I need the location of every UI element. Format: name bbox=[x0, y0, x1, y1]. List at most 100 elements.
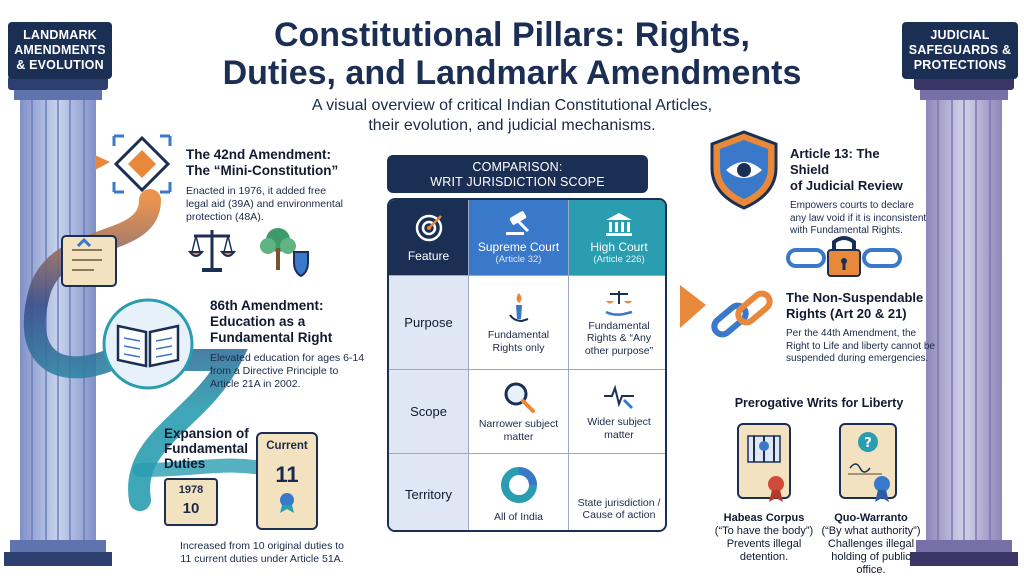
courthouse-icon bbox=[606, 212, 632, 236]
scope-hc-cell: Wider subject matter bbox=[569, 370, 665, 454]
supreme-court-article: (Article 32) bbox=[495, 253, 542, 265]
writ-habeas-corpus: Habeas Corpus (“To have the body”) Preve… bbox=[714, 512, 814, 564]
amendment-42-body: Enacted in 1976, it added free legal aid… bbox=[186, 185, 386, 224]
amendment-86-title-line-2: Education as a bbox=[210, 314, 306, 329]
feature-label: Feature bbox=[407, 248, 450, 263]
non-suspendable-body: Per the 44th Amendment, the Right to Lif… bbox=[786, 328, 946, 366]
article-13-body-line-2: any law void if it is inconsistent bbox=[790, 212, 927, 224]
scope-sc-line-1: Narrower subject bbox=[478, 418, 559, 430]
right-pillar bbox=[910, 76, 1018, 566]
left-pillar-line-2: AMENDMENTS bbox=[14, 43, 106, 57]
row-label-purpose: Purpose bbox=[389, 276, 469, 370]
quo-warranto-desc-line-2: holding of public office. bbox=[831, 551, 911, 576]
wide-scope-icon bbox=[604, 384, 634, 410]
row-label-territory: Territory bbox=[389, 454, 469, 530]
scope-sc-text: Narrower subject matter bbox=[479, 418, 558, 443]
amendment-42-section: The 42nd Amendment: The “Mini-Constituti… bbox=[186, 147, 386, 224]
amendment-86-section: 86th Amendment: Education as a Fundament… bbox=[210, 298, 380, 391]
duties-old-year: 1978 bbox=[178, 484, 204, 496]
amendment-42-title: The 42nd Amendment: The “Mini-Constituti… bbox=[186, 147, 386, 179]
duties-title: Expansion of Fundamental Duties bbox=[164, 426, 274, 471]
broken-chain-icon bbox=[711, 290, 773, 338]
subtitle-line-2: their evolution, and judicial mechanisms… bbox=[368, 117, 656, 134]
habeas-corpus-meaning: (“To have the body”) bbox=[714, 525, 814, 537]
duties-current-scroll: Current 11 bbox=[256, 432, 318, 530]
article-13-section: Article 13: The Shield of Judicial Revie… bbox=[790, 146, 926, 238]
amendment-42-body-line-2: legal aid (39A) and environmental bbox=[186, 198, 344, 210]
purpose-hc-line-1: Fundamental bbox=[588, 319, 650, 332]
right-pillar-line-3: PROTECTIONS bbox=[913, 58, 1007, 72]
article-13-title-line-2: of Judicial Review bbox=[790, 178, 903, 193]
duties-body-line-2: 11 current duties under Article 51A. bbox=[180, 553, 344, 565]
target-icon bbox=[415, 214, 442, 241]
duties-current-label: Current bbox=[266, 440, 308, 452]
non-suspendable-section: The Non-Suspendable Rights (Art 20 & 21)… bbox=[786, 290, 935, 366]
amendment-86-body-line-1: Elevated education for ages 6-14 bbox=[210, 352, 365, 364]
duties-body-line-1: Increased from 10 original duties to bbox=[179, 540, 344, 552]
duties-1978-card: 1978 10 bbox=[164, 478, 218, 526]
high-court-header: High Court (Article 226) bbox=[569, 200, 665, 276]
page-title: Constitutional Pillars: Rights, Duties, … bbox=[200, 16, 824, 92]
scope-hc-line-2: matter bbox=[604, 428, 634, 441]
amendment-42-body-line-3: protection (48A). bbox=[186, 211, 264, 223]
purpose-sc-line-1: Fundamental bbox=[487, 329, 550, 341]
duties-old-count: 10 bbox=[182, 500, 200, 517]
scope-hc-text: Wider subject matter bbox=[587, 416, 651, 441]
supreme-court-name: Supreme Court bbox=[477, 239, 560, 254]
left-pillar-badge: LANDMARK AMENDMENTS & EVOLUTION bbox=[8, 22, 112, 79]
article-13-body-line-1: Empowers courts to declare bbox=[790, 200, 914, 211]
amendment-86-title-line-3: Fundamental Right bbox=[210, 330, 333, 345]
habeas-corpus-desc-line-2: detention. bbox=[739, 551, 789, 563]
amendment-86-title-line-1: 86th Amendment: bbox=[210, 298, 324, 313]
comparison-table: Feature Supreme Court (Article 32) High … bbox=[387, 198, 667, 532]
scroll-document-icon bbox=[61, 235, 117, 287]
purpose-hc-line-2: Rights & “Any bbox=[586, 332, 652, 345]
amendment-42-body-line-1: Enacted in 1976, it added free bbox=[186, 185, 327, 197]
amendment-42-title-line-2: The “Mini-Constitution” bbox=[186, 163, 339, 178]
habeas-corpus-desc-line-1: Prevents illegal bbox=[726, 538, 802, 550]
high-court-article: (Article 226) bbox=[593, 253, 645, 265]
duties-current-count: 11 bbox=[275, 462, 299, 487]
purpose-hc-line-3: other purpose” bbox=[584, 344, 654, 357]
comparison-header: COMPARISON: WRIT JURISDICTION SCOPE bbox=[387, 155, 648, 193]
article-13-body: Empowers courts to declare any law void … bbox=[790, 200, 940, 238]
feature-header-cell: Feature bbox=[389, 200, 469, 276]
scales-of-justice-icon bbox=[187, 230, 237, 272]
purpose-sc-cell: Fundamental Rights only bbox=[469, 276, 569, 370]
scope-sc-line-2: matter bbox=[503, 430, 534, 443]
non-suspendable-body-line-3: suspended during emergencies. bbox=[786, 353, 929, 364]
article-13-body-line-3: with Fundamental Rights. bbox=[790, 225, 903, 236]
territory-sc-line-1: All of India bbox=[493, 510, 544, 523]
subtitle-line-1: A visual overview of critical Indian Con… bbox=[311, 97, 713, 114]
row-label-scope: Scope bbox=[389, 370, 469, 454]
duties-title-line-2: Fundamental bbox=[164, 441, 249, 456]
tree-shield-icon bbox=[260, 228, 309, 278]
amendment-42-title-line-1: The 42nd Amendment: bbox=[186, 147, 332, 162]
territory-hc-cell: State jurisdiction / Cause of action bbox=[569, 454, 665, 530]
habeas-corpus-scroll-icon bbox=[737, 423, 791, 502]
ring-chart-icon bbox=[500, 466, 537, 503]
right-pillar-line-1: JUDICIAL bbox=[930, 28, 990, 42]
page-title-line-2: Duties, and Landmark Amendments bbox=[222, 54, 802, 92]
left-pillar bbox=[4, 76, 112, 566]
page-title-line-1: Constitutional Pillars: Rights, bbox=[273, 16, 751, 54]
territory-hc-line-2: Cause of action bbox=[582, 509, 656, 521]
territory-hc-line-1: State jurisdiction / bbox=[577, 496, 661, 509]
right-pillar-line-2: SAFEGUARDS & bbox=[908, 43, 1012, 57]
gavel-icon bbox=[505, 210, 529, 235]
right-pillar-badge: JUDICIAL SAFEGUARDS & PROTECTIONS bbox=[902, 22, 1018, 79]
purpose-hc-cell: Fundamental Rights & “Any other purpose” bbox=[569, 276, 665, 370]
quo-warranto-name: Quo-Warranto bbox=[834, 512, 908, 524]
expand-diamond-icon bbox=[112, 134, 172, 194]
non-suspendable-body-line-1: Per the 44th Amendment, the bbox=[786, 328, 917, 339]
article-13-title-line-1: Article 13: The Shield bbox=[790, 146, 880, 177]
habeas-corpus-name: Habeas Corpus bbox=[723, 512, 805, 524]
scope-hc-line-1: Wider subject bbox=[587, 416, 651, 428]
left-pillar-line-1: LANDMARK bbox=[23, 28, 97, 42]
quo-warranto-desc-line-1: Challenges illegal bbox=[827, 538, 915, 550]
comparison-header-line-2: WRIT JURISDICTION SCOPE bbox=[430, 175, 605, 189]
svg-text:?: ? bbox=[864, 436, 872, 451]
writ-quo-warranto: Quo-Warranto (“By what authority”) Chall… bbox=[816, 512, 926, 576]
seal-ribbon-icon bbox=[280, 493, 294, 513]
scope-sc-cell: Narrower subject matter bbox=[469, 370, 569, 454]
